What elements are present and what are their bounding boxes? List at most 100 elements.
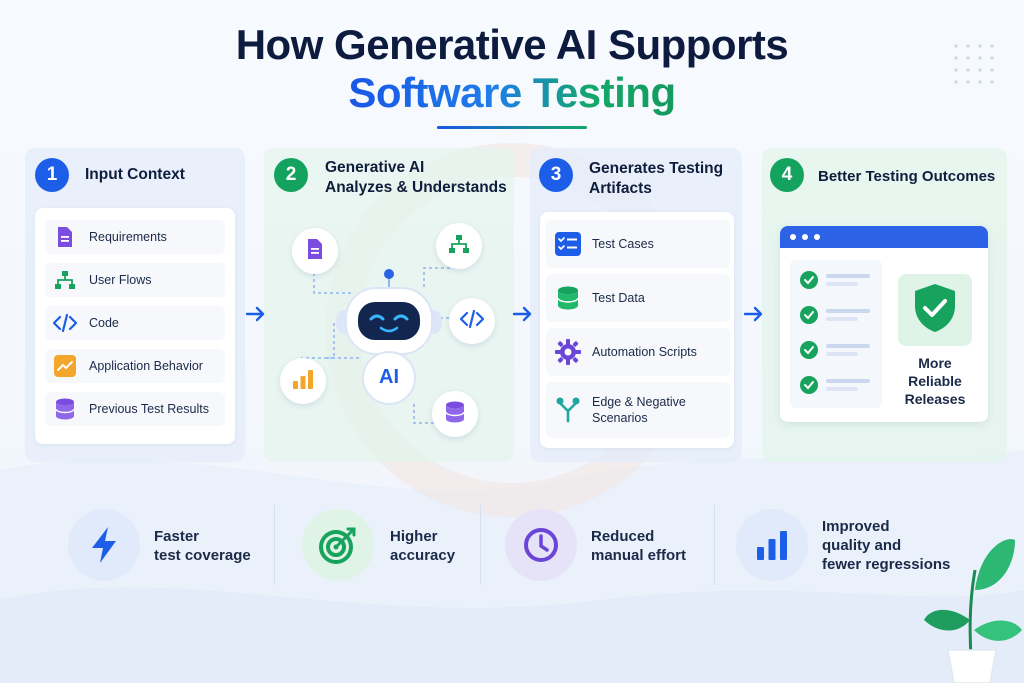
database-icon (445, 401, 465, 428)
arrow-right-icon (245, 306, 265, 322)
artifact-label: Edge & Negative Scenarios (592, 394, 686, 426)
divider (480, 505, 481, 585)
outcome-line-3: Releases (904, 391, 966, 407)
divider (274, 505, 275, 585)
step-badge-3: 3 (539, 158, 573, 192)
ai-robot-icon (336, 269, 442, 405)
benefit-improved-quality: Improved quality and fewer regressions (736, 505, 956, 585)
step-badge-1: 1 (35, 158, 69, 192)
list-item-requirements: Requirements (45, 220, 225, 254)
benefit-line-1: Higher (390, 528, 438, 545)
ai-node-flowchart (436, 223, 482, 269)
artifact-label: Test Data (592, 291, 645, 305)
document-icon (53, 225, 77, 249)
checklist-panel (790, 260, 882, 408)
step-title-3: Generates Testing Artifacts (589, 159, 723, 199)
check-row (800, 375, 880, 395)
artifact-edge-negative-scenarios: Edge & Negative Scenarios (546, 382, 730, 438)
benefit-text: Higher accuracy (390, 527, 455, 565)
benefit-higher-accuracy: Higher accuracy (302, 505, 482, 585)
code-icon (459, 309, 485, 333)
input-list-panel: Requirements User Flows Code Application… (35, 208, 235, 444)
lightning-icon (68, 509, 140, 581)
benefit-line-1: Faster (154, 528, 200, 545)
list-item-label: Previous Test Results (89, 402, 209, 416)
artifact-test-data: Test Data (546, 274, 730, 322)
clock-icon (505, 509, 577, 581)
title-underline (437, 126, 587, 129)
benefit-line-2: test coverage (154, 547, 251, 564)
step-card-input-context: 1 Input Context Requirements User Flows … (25, 148, 245, 462)
step-badge-4: 4 (770, 158, 804, 192)
ai-label: AI (379, 366, 399, 388)
page-title: How Generative AI Supports Software Test… (0, 22, 1024, 116)
shield-panel (898, 274, 972, 346)
artifacts-panel: Test Cases Test Data Automation Scripts … (540, 212, 734, 448)
benefit-line-1: Reduced (591, 528, 655, 545)
decorative-dot-grid (950, 40, 1000, 90)
benefit-line-2: accuracy (390, 547, 456, 564)
benefit-line-3: fewer regressions (822, 556, 951, 573)
code-icon (53, 311, 77, 335)
check-circle-icon (800, 341, 818, 359)
outcome-line-2: Reliable (908, 373, 962, 389)
flowchart-icon (53, 268, 77, 292)
artifact-test-cases: Test Cases (546, 220, 730, 268)
title-line-2: Software Testing (348, 69, 676, 116)
branch-icon (554, 396, 582, 424)
database-icon (554, 284, 582, 312)
database-icon (53, 397, 77, 421)
browser-window: More Reliable Releases (780, 226, 988, 422)
ai-node-code (449, 298, 495, 344)
plant-decoration-icon (924, 539, 1022, 683)
step-title-3-line-2: Artifacts (589, 180, 652, 197)
browser-dot (802, 234, 808, 240)
step-title-2-line-1: Generative AI (325, 159, 425, 176)
list-item-label: User Flows (89, 273, 152, 287)
browser-title-bar (780, 226, 988, 248)
benefit-faster-coverage: Faster test coverage (68, 505, 268, 585)
check-row (800, 270, 880, 290)
step-title-4: Better Testing Outcomes (818, 168, 996, 185)
artifact-label-line-1: Edge & Negative (592, 395, 686, 409)
artifact-label: Test Cases (592, 237, 654, 251)
browser-dot (790, 234, 796, 240)
list-item-label: Code (89, 316, 119, 330)
list-item-application-behavior: Application Behavior (45, 349, 225, 383)
bar-chart-icon (292, 369, 314, 394)
artifact-label: Automation Scripts (592, 345, 697, 359)
check-row (800, 305, 880, 325)
benefit-line-1: Improved (822, 518, 890, 535)
gear-icon (554, 338, 582, 366)
document-icon (306, 238, 324, 265)
step-badge-2: 2 (274, 158, 308, 192)
flowchart-icon (448, 234, 470, 259)
outcome-line-1: More (918, 355, 952, 371)
browser-dot (814, 234, 820, 240)
list-item-previous-test-results: Previous Test Results (45, 392, 225, 426)
artifact-automation-scripts: Automation Scripts (546, 328, 730, 376)
check-row (800, 340, 880, 360)
benefit-line-2: quality and (822, 537, 902, 554)
ai-node-document (292, 228, 338, 274)
step-title-3-line-1: Generates Testing (589, 160, 724, 177)
target-icon (302, 509, 374, 581)
ai-node-database (432, 391, 478, 437)
step-card-generative-ai: 2 Generative AI Analyzes & Understands (264, 148, 514, 462)
list-item-label: Requirements (89, 230, 167, 244)
outcome-text: More Reliable Releases (892, 354, 978, 408)
list-item-label: Application Behavior (89, 359, 203, 373)
arrow-right-icon (743, 306, 763, 322)
check-circle-icon (800, 376, 818, 394)
list-item-code: Code (45, 306, 225, 340)
list-item-user-flows: User Flows (45, 263, 225, 297)
benefit-line-2: manual effort (591, 547, 687, 564)
check-circle-icon (800, 271, 818, 289)
shield-check-icon (912, 282, 958, 339)
bar-chart-icon (736, 509, 808, 581)
divider (714, 505, 715, 585)
checklist-icon (554, 230, 582, 258)
benefit-text: Improved quality and fewer regressions (822, 517, 950, 574)
step-title-2: Generative AI Analyzes & Understands (325, 158, 507, 198)
step-card-generates-artifacts: 3 Generates Testing Artifacts Test Cases… (530, 148, 742, 462)
